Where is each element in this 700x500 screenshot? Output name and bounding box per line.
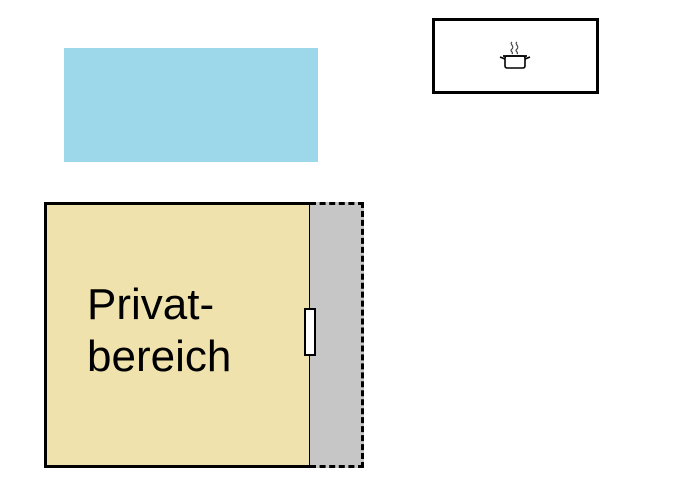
door (304, 308, 316, 356)
private-label-line2: bereich (87, 332, 232, 381)
blue-area (64, 48, 318, 162)
cooking-pot-icon (499, 41, 531, 69)
grey-zone (310, 202, 364, 468)
kitchen-box (432, 18, 599, 94)
private-label-line1: Privat- (87, 280, 215, 329)
private-area: Privat- bereich (44, 202, 312, 468)
private-area-label: Privat- bereich (87, 279, 231, 383)
